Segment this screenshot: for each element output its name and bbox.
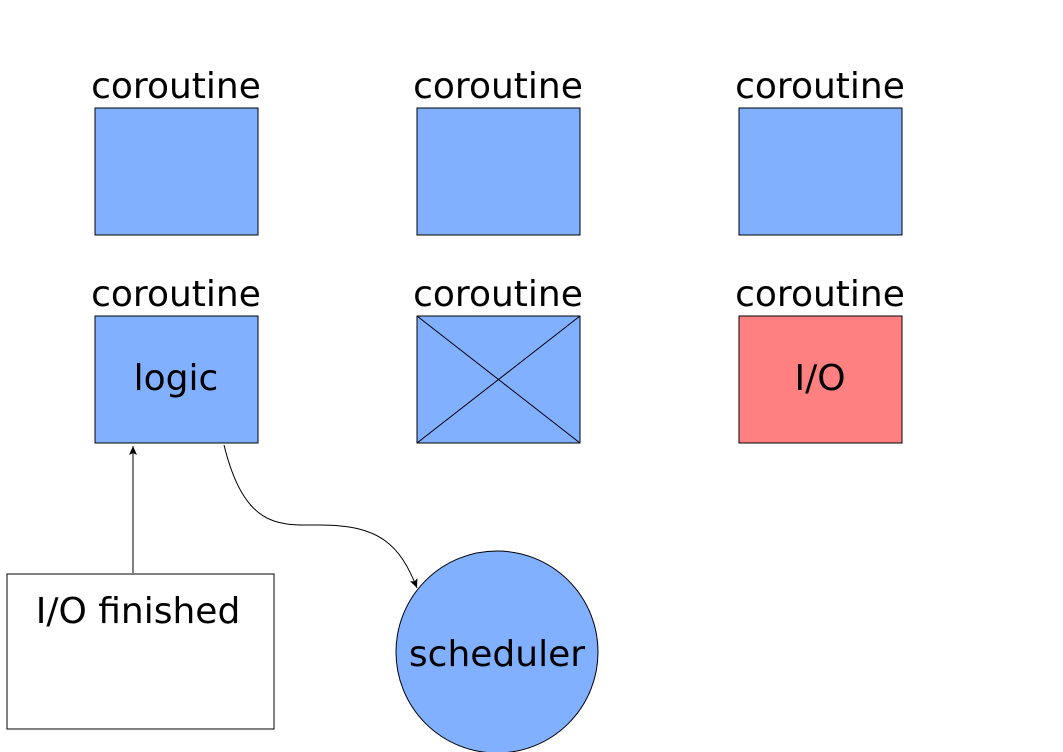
edge-logic-to-scheduler [223, 444, 418, 589]
coroutine-label-2: coroutine [413, 66, 583, 107]
io-finished-box [6, 573, 275, 730]
coroutine-content-io: I/O [794, 358, 845, 399]
coroutine-box-2 [416, 107, 581, 236]
scheduler-node: scheduler [395, 550, 599, 752]
coroutine-box-1 [94, 107, 259, 236]
io-finished-node: I/O finished [6, 573, 275, 730]
coroutine-node-4: coroutine logic [91, 274, 261, 444]
coroutine-content-logic: logic [134, 358, 219, 399]
coroutine-label-1: coroutine [91, 66, 261, 107]
scheduler-circle [395, 550, 599, 752]
coroutine-node-1: coroutine [91, 66, 261, 236]
coroutine-label-4: coroutine [91, 274, 261, 315]
scheduler-label: scheduler [409, 634, 585, 675]
coroutine-logic [94, 315, 259, 444]
coroutine-label-6: coroutine [735, 274, 905, 315]
coroutine-label-3: coroutine [735, 66, 905, 107]
coroutine-node-2: coroutine [413, 66, 583, 236]
io-finished-label: I/O finished [36, 591, 241, 632]
coroutine-io [738, 315, 903, 444]
coroutine-node-5: coroutine [413, 274, 583, 444]
coroutine-node-6: coroutine I/O [735, 274, 905, 444]
coroutine-box-3 [738, 107, 903, 236]
cross-line-2 [416, 315, 581, 444]
coroutine-label-5: coroutine [413, 274, 583, 315]
coroutine-node-3: coroutine [735, 66, 905, 236]
